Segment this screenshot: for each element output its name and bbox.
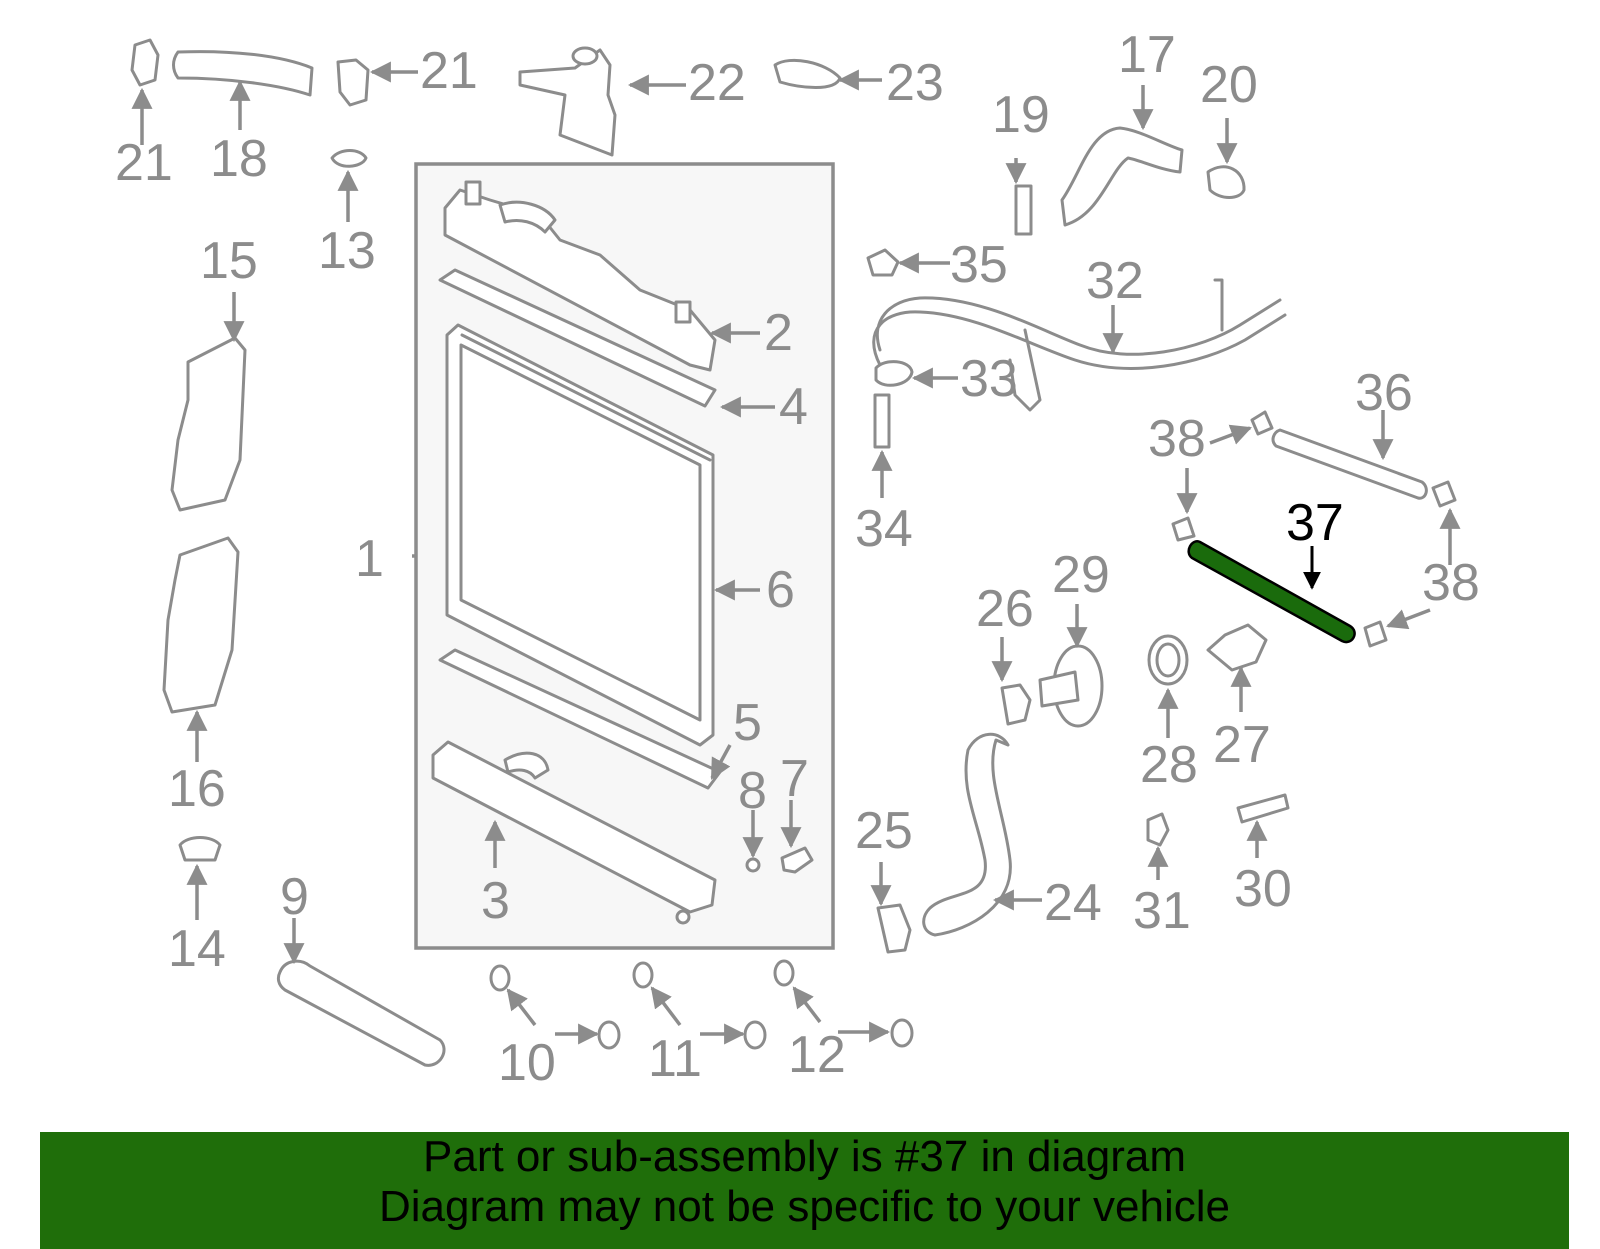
callout-31: 31 (1133, 882, 1191, 940)
part-20-clamp (1206, 165, 1246, 199)
part-34-stud (873, 393, 891, 449)
part-24-hose (922, 732, 1012, 937)
part-28-gasket (1147, 634, 1189, 686)
part-23-cap (773, 58, 842, 89)
part-21-clamp-left (130, 38, 160, 87)
part-29-water-inlet (1038, 644, 1104, 728)
callout-8: 8 (738, 762, 767, 820)
callout-1: 1 (355, 530, 384, 588)
part-3-lower-tank (431, 740, 717, 925)
part-19-spacer (1014, 184, 1033, 236)
info-banner: Part or sub-assembly is #37 in diagram D… (40, 1132, 1569, 1249)
part-26-clamp (1000, 683, 1032, 726)
part-4-upper-gasket (438, 268, 717, 408)
callout-20: 20 (1200, 56, 1258, 114)
callout-27: 27 (1213, 716, 1271, 774)
part-10-bushing (489, 964, 621, 1050)
callout-19: 19 (992, 86, 1050, 144)
leader-lines (131, 61, 1461, 1045)
part-25-clamp (876, 903, 912, 954)
callout-24: 24 (1044, 874, 1102, 932)
callout-30: 30 (1234, 860, 1292, 918)
callout-14: 14 (168, 920, 226, 978)
callout-2: 2 (764, 304, 793, 362)
callout-10: 10 (498, 1034, 556, 1092)
callout-34: 34 (855, 500, 913, 558)
callout-25: 25 (855, 802, 913, 860)
callout-29: 29 (1052, 546, 1110, 604)
callout-18: 18 (210, 130, 268, 188)
part-22-filler-neck (518, 46, 617, 157)
part-30-stud (1236, 793, 1290, 824)
callout-6: 6 (766, 561, 795, 619)
callout-4: 4 (779, 378, 808, 436)
callout-38-right: 38 (1422, 554, 1480, 612)
callout-36: 36 (1355, 364, 1413, 422)
part-2-upper-tank (443, 180, 717, 372)
callout-33: 33 (960, 350, 1018, 408)
part-17-hose (1060, 126, 1184, 227)
callout-23: 23 (886, 54, 944, 112)
callout-7: 7 (780, 750, 809, 808)
callout-15: 15 (200, 232, 258, 290)
part-37-bypass-pipe-highlighted (1187, 540, 1356, 644)
part-6-radiator-core (445, 323, 715, 747)
part-14-grommet (178, 836, 222, 862)
part-31-nut (1146, 812, 1170, 847)
part-38-clamp (1171, 410, 1457, 648)
callout-35: 35 (950, 236, 1008, 294)
callout-11: 11 (648, 1030, 702, 1088)
part-36-water-pipe (1271, 428, 1428, 500)
callout-17: 17 (1118, 26, 1176, 84)
part-8-o-ring (745, 857, 761, 873)
callout-38-upper: 38 (1148, 410, 1206, 468)
callout-37-highlighted: 37 (1286, 494, 1344, 552)
callout-labels: 1 2 3 4 5 6 7 8 9 10 11 12 13 14 15 16 1… (115, 26, 1480, 1092)
callout-5: 5 (733, 694, 762, 752)
part-16-air-guide (162, 536, 240, 714)
part-9-hose (276, 959, 446, 1067)
part-32-water-pipe (872, 278, 1287, 412)
callout-21-left: 21 (115, 134, 173, 192)
callout-26: 26 (976, 580, 1034, 638)
part-11-bushing (632, 961, 767, 1050)
callout-22: 22 (688, 54, 746, 112)
part-33-gasket (874, 360, 914, 387)
callout-3: 3 (481, 872, 510, 930)
part-27-thermostat (1206, 623, 1268, 672)
callout-28: 28 (1140, 736, 1198, 794)
callout-9: 9 (280, 868, 309, 926)
banner-line-disclaimer: Diagram may not be specific to your vehi… (378, 1182, 1231, 1231)
callout-12: 12 (788, 1026, 846, 1084)
part-12-bushing (773, 959, 914, 1048)
part-35-nut (866, 248, 900, 277)
callout-13: 13 (318, 222, 376, 280)
part-18-hose (172, 50, 314, 97)
callout-32: 32 (1086, 252, 1144, 310)
part-13-clip (330, 149, 368, 168)
callout-16: 16 (168, 760, 226, 818)
callout-21-right: 21 (420, 42, 478, 100)
part-15-air-guide (170, 336, 247, 512)
part-7-drain-plug (780, 846, 814, 874)
part-21-clamp-right (336, 58, 370, 107)
banner-line-part-number: Part or sub-assembly is #37 in diagram (423, 1132, 1186, 1181)
